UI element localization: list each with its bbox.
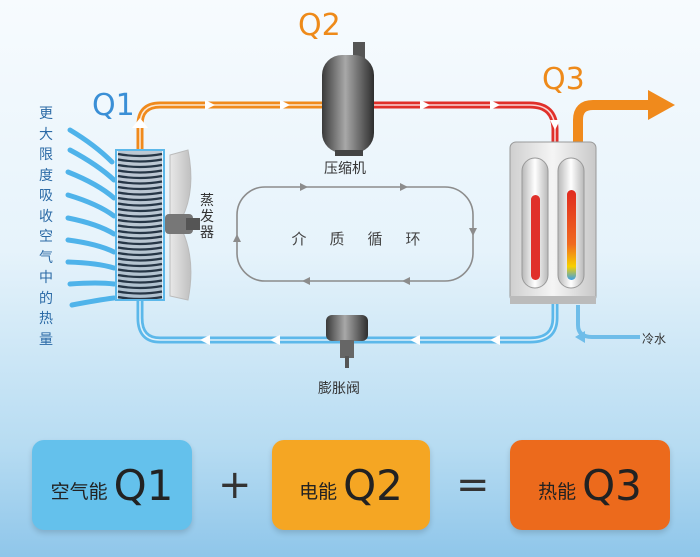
equation-box-q: Q2 bbox=[343, 460, 403, 510]
pipe-flow-arrows bbox=[132, 100, 560, 345]
coil-winding bbox=[117, 235, 163, 240]
hot-water-outlet bbox=[573, 90, 675, 142]
coil-winding bbox=[117, 158, 163, 163]
air-intake-arrows bbox=[65, 127, 117, 308]
coil-winding bbox=[117, 268, 163, 273]
equation-box-cn: 电能 bbox=[299, 480, 338, 503]
coil-winding bbox=[117, 213, 163, 218]
equation-box-heat-energy: 热能 Q3 bbox=[510, 440, 670, 530]
condenser-tank bbox=[509, 141, 597, 304]
coil-winding bbox=[117, 246, 163, 251]
coil-winding bbox=[117, 240, 163, 246]
compressor bbox=[322, 42, 374, 156]
equation-box-electric-energy: 电能 Q2 bbox=[272, 440, 430, 530]
coil-winding bbox=[117, 290, 163, 295]
equation-box-cn: 空气能 bbox=[50, 480, 108, 503]
expansion-valve bbox=[326, 315, 368, 368]
cycle-char: 循 bbox=[367, 230, 383, 248]
coil-winding bbox=[117, 284, 163, 290]
coil-winding bbox=[117, 251, 163, 257]
cycle-loop-arrows bbox=[233, 183, 477, 285]
compressor-label: 压缩机 bbox=[324, 161, 366, 177]
equation-box-q: Q3 bbox=[582, 460, 642, 510]
equation-box-cn: 热能 bbox=[538, 480, 577, 503]
coil-winding bbox=[117, 207, 163, 213]
cold-water-label: 冷水 bbox=[642, 332, 667, 346]
cold-water-inlet bbox=[575, 305, 640, 343]
coil-winding bbox=[117, 262, 163, 268]
q2-label: Q2 bbox=[298, 8, 341, 43]
equation-box-air-energy: 空气能 Q1 bbox=[32, 440, 192, 530]
coil-winding bbox=[117, 196, 163, 202]
coil-winding bbox=[117, 163, 163, 169]
q3-label: Q3 bbox=[542, 62, 585, 97]
coil-winding bbox=[117, 273, 163, 279]
coil-winding bbox=[117, 169, 163, 174]
coil-winding bbox=[117, 152, 163, 158]
cycle-char: 介 bbox=[291, 230, 307, 248]
coil-winding bbox=[117, 185, 163, 191]
evaporator-label: 蒸 发 器 bbox=[199, 193, 215, 241]
coil-winding bbox=[117, 202, 163, 207]
coil-winding bbox=[117, 224, 163, 229]
medium-cycle-label: 介质循环 bbox=[280, 228, 432, 249]
evaporator-char: 蒸 bbox=[200, 193, 214, 209]
coil-winding bbox=[117, 180, 163, 185]
evaporator-char: 发 bbox=[200, 209, 214, 225]
absorb-heat-text: 更大限度吸收空气中的热量 bbox=[39, 106, 53, 348]
q1-label: Q1 bbox=[92, 88, 135, 123]
equals-sign: = bbox=[456, 462, 490, 508]
coil-winding bbox=[117, 191, 163, 196]
evaporator-char: 器 bbox=[200, 225, 214, 241]
pipe-top-right bbox=[370, 101, 559, 142]
coil-winding bbox=[117, 257, 163, 262]
expansion-valve-label: 膨胀阀 bbox=[318, 381, 360, 397]
pipe-top-left bbox=[136, 101, 325, 150]
cycle-char: 环 bbox=[405, 230, 421, 248]
coil-winding bbox=[117, 218, 163, 224]
fan bbox=[165, 149, 200, 301]
coil-winding bbox=[117, 174, 163, 180]
equation-box-q: Q1 bbox=[113, 460, 174, 510]
coil-winding bbox=[117, 229, 163, 235]
evaporator-coil bbox=[115, 149, 165, 301]
cycle-char: 质 bbox=[329, 230, 345, 248]
plus-sign: + bbox=[218, 462, 252, 508]
coil-winding bbox=[117, 279, 163, 284]
